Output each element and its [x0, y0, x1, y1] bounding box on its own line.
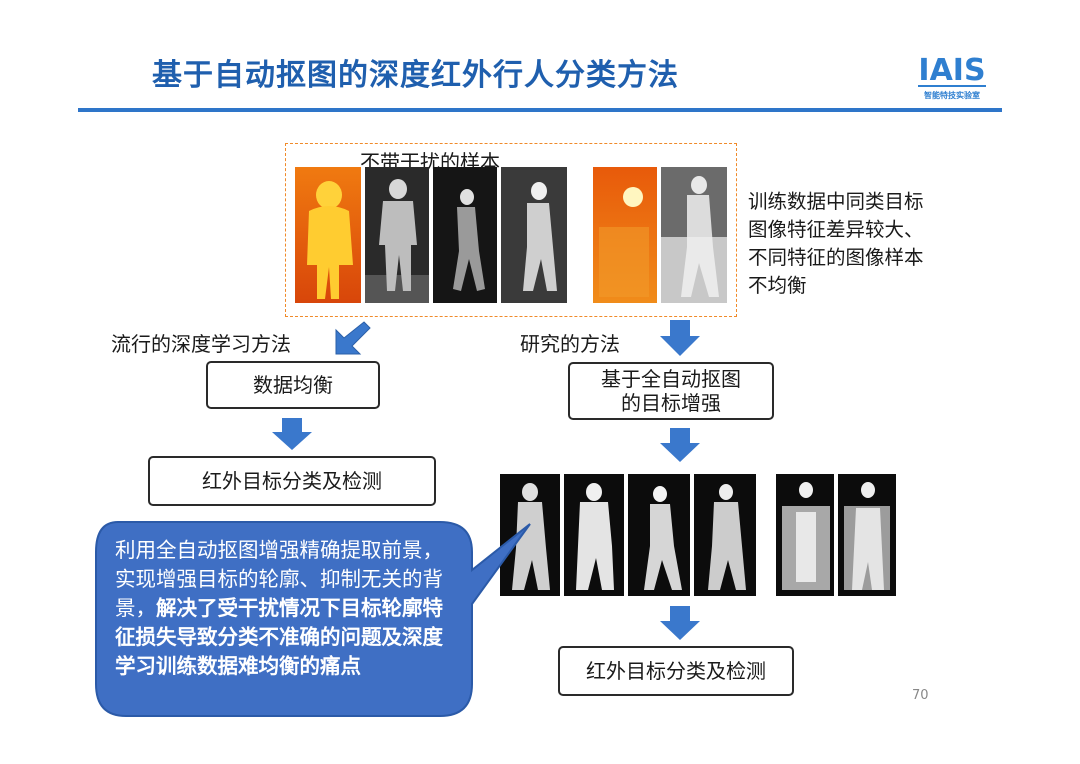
page-number: 70: [912, 688, 929, 703]
callout-text: 利用全自动抠图增强精确提取前景，实现增强目标的轮廓、抑制无关的背景，解决了受干扰…: [115, 536, 455, 681]
callout-bold-text: 解决了受干扰情况下目标轮廓特征损失导致分类不准确的问题及深度学习训练数据难均衡的…: [115, 596, 443, 678]
